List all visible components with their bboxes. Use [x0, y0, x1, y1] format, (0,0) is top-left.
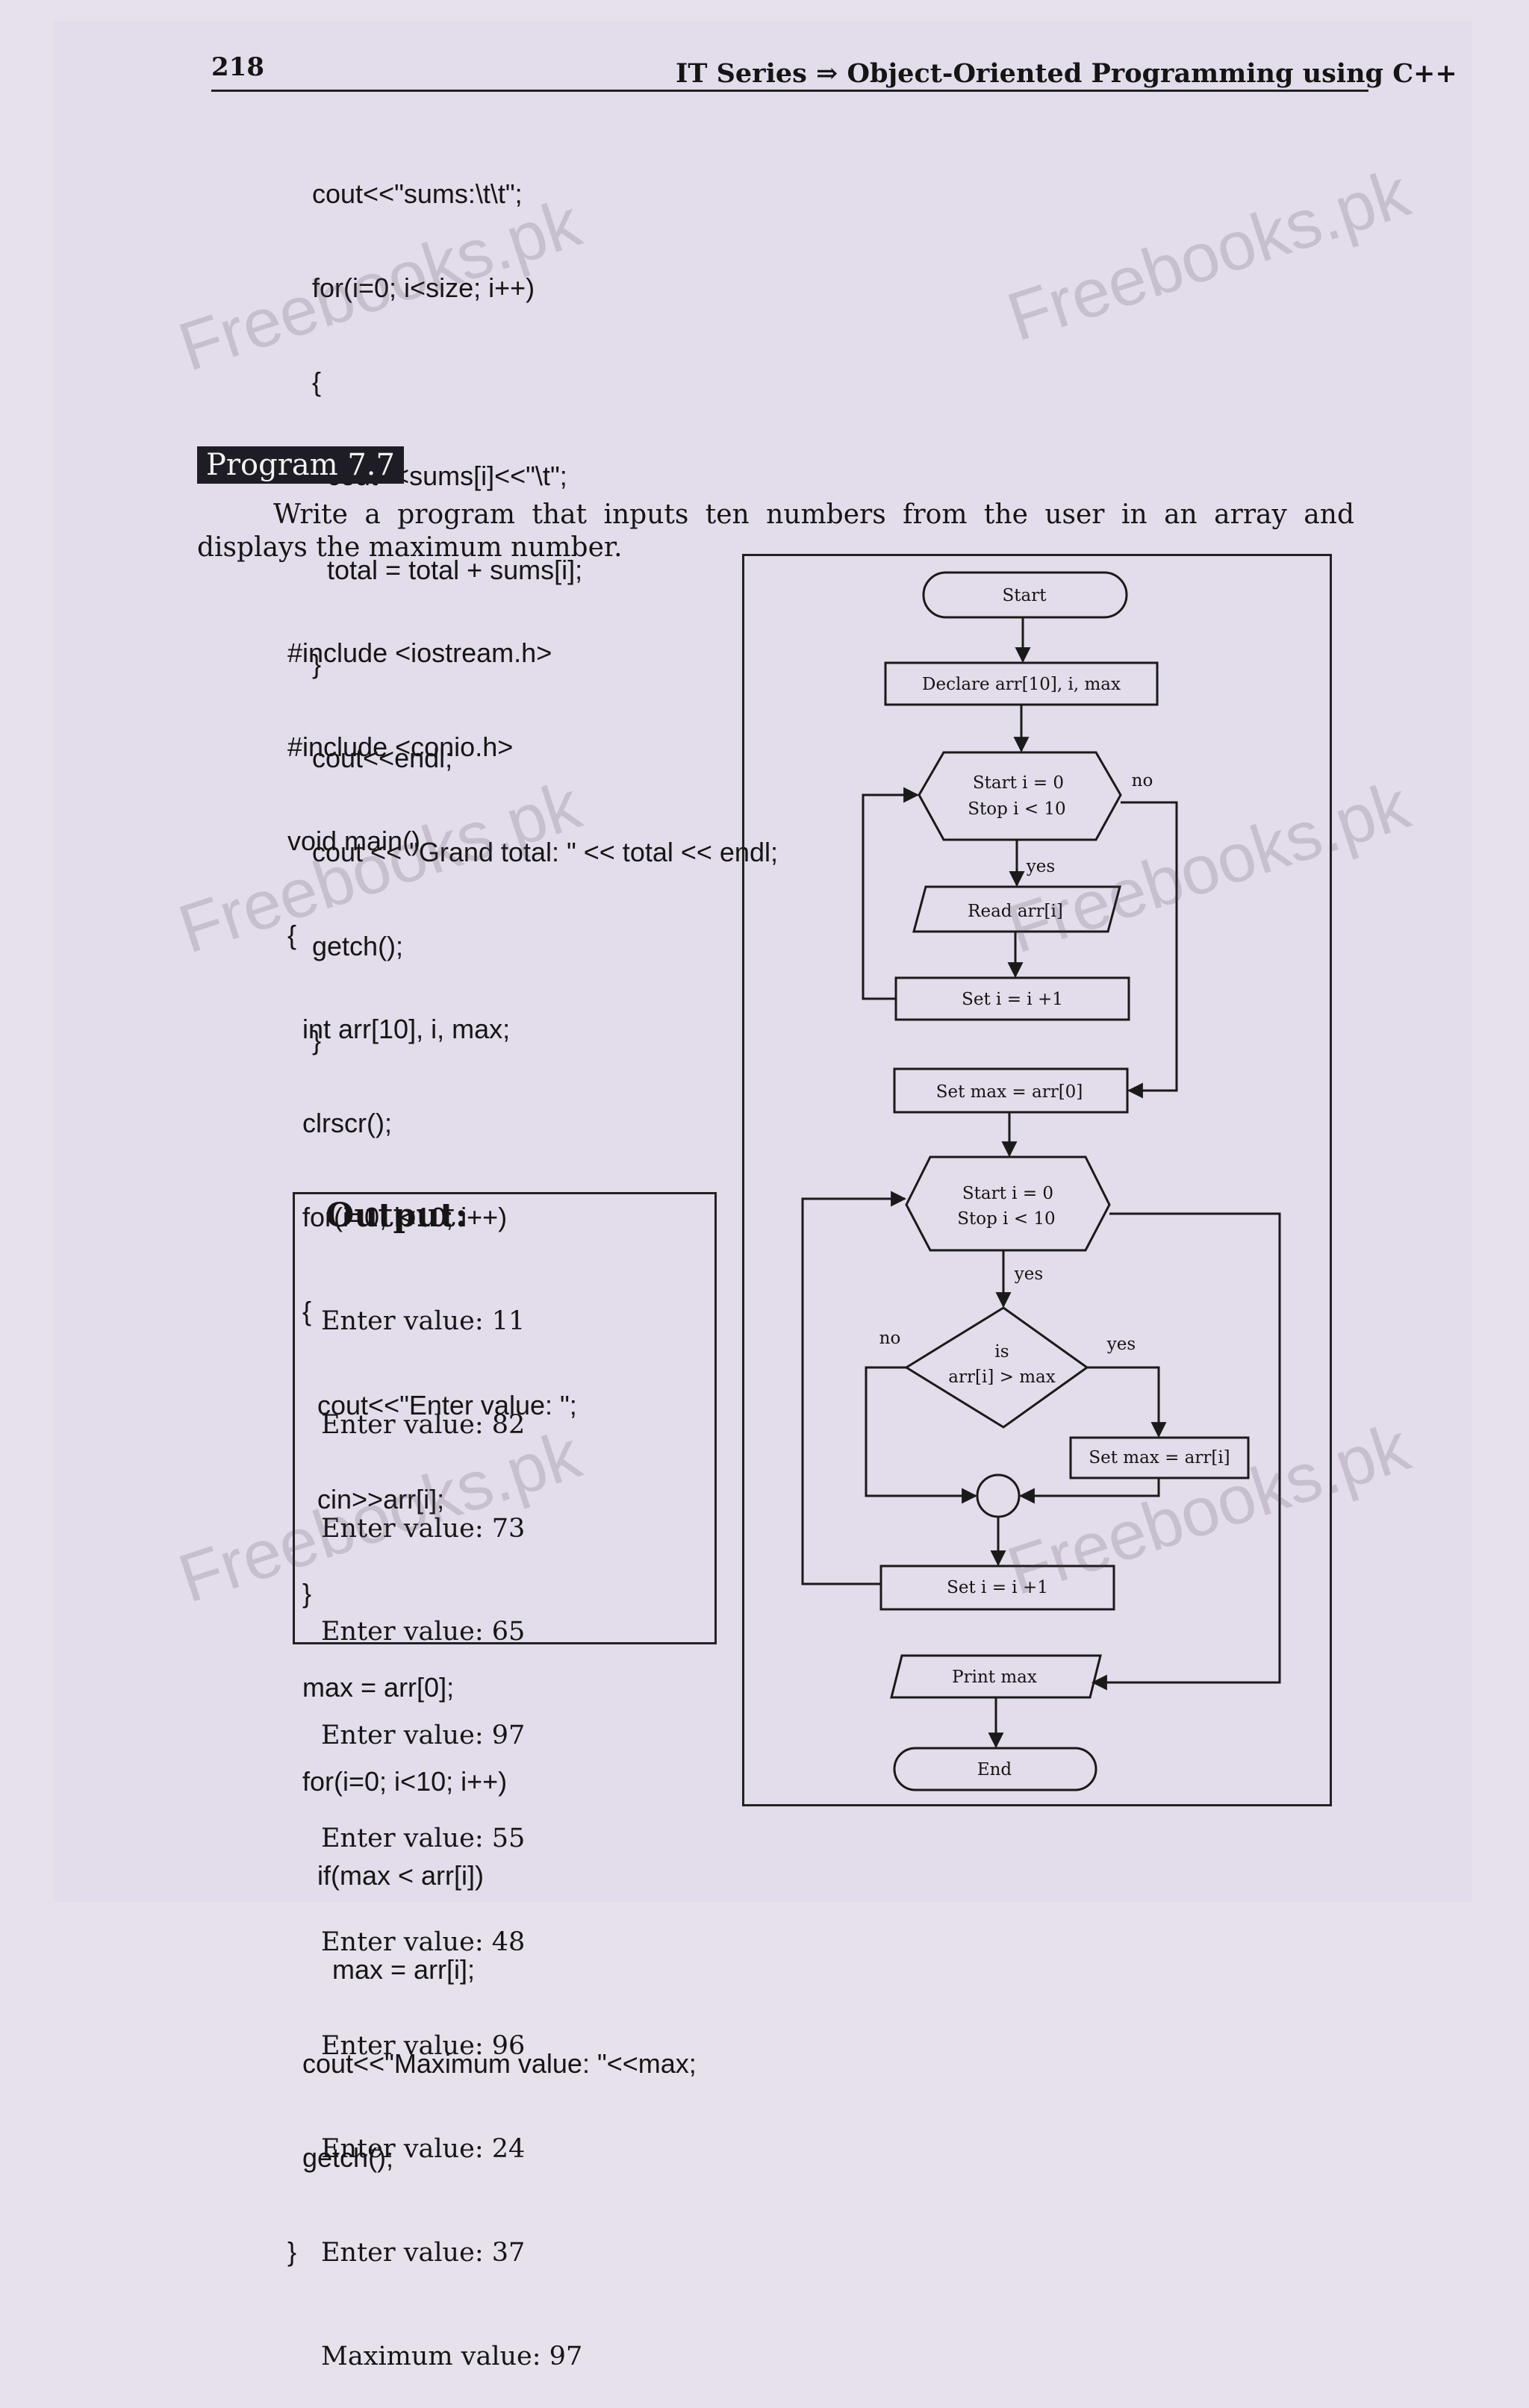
inc2-label: Set i = i +1: [947, 1578, 1048, 1597]
output-box: [293, 1192, 717, 1644]
loop2-back-arrow: [801, 1191, 907, 1585]
loop2-hexagon: [905, 1155, 1111, 1252]
loop1-yes-label: yes: [1026, 857, 1055, 876]
output-line: Maximum value: 97: [321, 2341, 583, 2371]
output-line: Enter value: 82: [321, 1410, 526, 1441]
start-label: Start: [1003, 586, 1047, 605]
code-line: cout<<"sums:\t\t";: [312, 178, 523, 209]
loop1-no-arrow: [1121, 801, 1178, 1099]
book-page: [54, 21, 1472, 1902]
code-line: for(i=0; i<10; i++): [287, 1202, 508, 1232]
code-line: {: [287, 920, 297, 950]
loop1-back-arrow: [862, 787, 920, 1000]
output-line: Enter value: 65: [321, 1617, 526, 1647]
decision-yes-arrow: [1087, 1366, 1167, 1438]
code-line: void main(): [287, 826, 421, 856]
code-line: max = arr[0];: [287, 1672, 455, 1703]
decision-yes-label: yes: [1106, 1335, 1136, 1354]
code-line: for(i=0; i<size; i++): [312, 272, 535, 303]
loop1-hexagon: [918, 751, 1122, 841]
set-max2-label: Set max = arr[i]: [1089, 1448, 1230, 1467]
inc1-label: Set i = i +1: [962, 990, 1063, 1009]
output-line: Enter value: 73: [321, 1513, 526, 1544]
code-line: cout<<endl;: [312, 743, 453, 773]
code-line: {: [312, 366, 322, 397]
running-head: IT Series ⇒ Object-Oriented Programming …: [676, 58, 1457, 89]
flowchart-frame: [742, 554, 1332, 1806]
code-line: }: [312, 649, 322, 679]
output-title: Output:: [326, 1197, 467, 1235]
loop1-no-label: no: [1132, 771, 1153, 790]
output-line: Enter value: 97: [321, 1720, 526, 1750]
code-line: for(i=0; i<10; i++): [287, 1766, 508, 1797]
set-max-label: Set max = arr[0]: [936, 1082, 1083, 1102]
code-line: if(max < arr[i]): [287, 1860, 485, 1891]
code-line: clrscr();: [287, 1108, 392, 1138]
code-line: #include <iostream.h>: [287, 637, 552, 668]
start-terminal: [922, 571, 1128, 619]
flowchart: Start Declare arr[10], i, max Start i = …: [801, 571, 1281, 1791]
code-listing-continued: cout<<"sums:\t\t"; for(i=0; i<size; i++)…: [312, 116, 778, 1088]
program-label: Program 7.7: [197, 446, 404, 484]
code-line: }: [287, 1578, 312, 1609]
decision-label-1: is: [994, 1342, 1009, 1361]
read-label: Read arr[i]: [968, 902, 1063, 921]
output-line: Enter value: 96: [321, 2030, 526, 2061]
read-parallelogram: [912, 885, 1121, 933]
output-line: Enter value: 55: [321, 1824, 526, 1854]
header-rule: [211, 90, 1368, 92]
loop1-start-label: Start i = 0: [973, 773, 1064, 793]
loop2-exit-arrow: [1091, 1212, 1281, 1691]
code-line: total = total + sums[i];: [312, 555, 583, 585]
program-description: Write a program that inputs ten numbers …: [197, 499, 1354, 563]
print-label: Print max: [952, 1668, 1037, 1687]
code-line: cout<<"Enter value: ";: [287, 1390, 577, 1420]
output-line: Enter value: 37: [321, 2237, 526, 2268]
print-parallelogram: [890, 1654, 1102, 1699]
decision-no-arrow: [865, 1366, 978, 1504]
loop2-yes-label: yes: [1014, 1264, 1043, 1284]
output-line: Enter value: 24: [321, 2134, 526, 2165]
code-line: {: [287, 1296, 312, 1326]
code-line: #include <conio.h>: [287, 732, 514, 762]
join-connector: [976, 1473, 1021, 1518]
join-arrow-right: [1018, 1478, 1160, 1504]
decision-no-label: no: [879, 1329, 901, 1348]
code-line: int arr[10], i, max;: [287, 1014, 511, 1044]
loop2-start-label: Start i = 0: [962, 1184, 1053, 1203]
end-label: End: [977, 1760, 1012, 1780]
loop2-stop-label: Stop i < 10: [957, 1209, 1055, 1229]
decision-diamond: [904, 1306, 1089, 1429]
decision-label-2: arr[i] > max: [948, 1367, 1055, 1387]
page-number: 218: [211, 52, 264, 82]
output-line: Enter value: 11: [321, 1306, 526, 1337]
declare-label: Declare arr[10], i, max: [922, 675, 1121, 694]
code-line: getch();: [312, 931, 404, 961]
code-line: }: [312, 1025, 322, 1055]
code-line: cout << "Grand total: " << total << endl…: [312, 837, 778, 867]
loop1-stop-label: Stop i < 10: [968, 799, 1065, 819]
code-line: cin>>arr[i];: [287, 1484, 445, 1515]
